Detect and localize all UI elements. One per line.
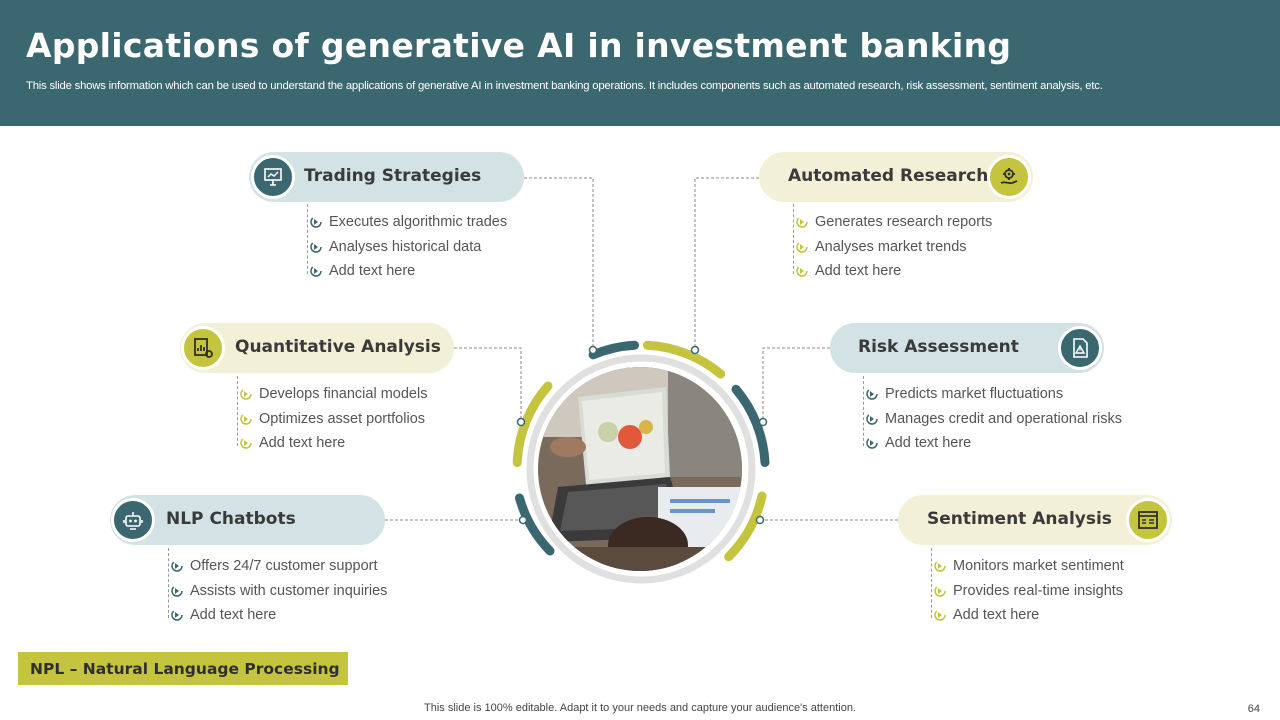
list-item: Offers 24/7 customer support: [168, 558, 387, 583]
card-quantitative-analysis[interactable]: Quantitative Analysis: [180, 323, 454, 373]
list-item: Analyses market trends: [793, 239, 992, 264]
slide-subtitle: This slide shows information which can b…: [26, 80, 1103, 92]
page-number: 64: [1247, 703, 1260, 715]
arrow-bullet-icon: [934, 560, 946, 572]
arrow-bullet-icon: [240, 388, 252, 400]
list-item: Executes algorithmic trades: [307, 214, 507, 239]
arrow-bullet-icon: [240, 412, 252, 425]
list-item: Add text here: [793, 263, 992, 288]
nlp-chatbots-list: Offers 24/7 customer support Assists wit…: [168, 548, 387, 632]
card-title: Automated Research: [788, 166, 989, 186]
list-item: Add text here: [168, 607, 387, 632]
arrow-bullet-icon: [866, 388, 878, 400]
list-item: Add text here: [237, 435, 427, 460]
list-item: Assists with customer inquiries: [168, 583, 387, 608]
robot-icon: [111, 498, 155, 542]
arrow-bullet-icon: [796, 240, 808, 253]
card-automated-research[interactable]: Automated Research: [759, 152, 1033, 202]
arrow-bullet-icon: [934, 609, 946, 621]
card-trading-strategies[interactable]: Trading Strategies: [249, 152, 524, 202]
list-item: Manages credit and operational risks: [863, 411, 1122, 436]
arrow-bullet-icon: [310, 216, 322, 228]
arrow-bullet-icon: [796, 216, 808, 228]
arrow-bullet-icon: [171, 584, 183, 597]
document-warning-icon: [1058, 326, 1102, 370]
card-risk-assessment[interactable]: Risk Assessment: [830, 323, 1104, 373]
card-title: NLP Chatbots: [166, 509, 296, 529]
list-item: Optimizes asset portfolios: [237, 411, 427, 436]
card-title: Trading Strategies: [304, 166, 482, 186]
list-item: Provides real-time insights: [931, 583, 1124, 608]
slide-title: Applications of generative AI in investm…: [26, 26, 1012, 65]
arrow-bullet-icon: [796, 265, 808, 277]
trading-strategies-list: Executes algorithmic trades Analyses his…: [307, 204, 507, 288]
card-sentiment-analysis[interactable]: Sentiment Analysis: [898, 495, 1172, 545]
card-title: Risk Assessment: [858, 337, 1019, 357]
arrow-bullet-icon: [866, 437, 878, 449]
quantitative-analysis-list: Develops financial models Optimizes asse…: [237, 376, 427, 460]
arrow-bullet-icon: [240, 437, 252, 449]
list-item: Generates research reports: [793, 214, 992, 239]
card-title: Quantitative Analysis: [235, 337, 441, 357]
report-gear-icon: [181, 326, 225, 370]
dashboard-icon: [1126, 498, 1170, 542]
laptop-photo: [538, 367, 742, 571]
sentiment-analysis-list: Monitors market sentiment Provides real-…: [931, 548, 1124, 632]
arrow-bullet-icon: [866, 412, 878, 425]
arrow-bullet-icon: [171, 560, 183, 572]
arrow-bullet-icon: [934, 584, 946, 597]
list-item: Develops financial models: [237, 386, 427, 411]
arrow-bullet-icon: [310, 240, 322, 253]
risk-assessment-list: Predicts market fluctuations Manages cre…: [863, 376, 1122, 460]
card-nlp-chatbots[interactable]: NLP Chatbots: [110, 495, 385, 545]
abbreviation-text: NPL – Natural Language Processing: [30, 660, 340, 678]
list-item: Analyses historical data: [307, 239, 507, 264]
list-item: Add text here: [307, 263, 507, 288]
gear-hand-icon: [987, 155, 1031, 199]
automated-research-list: Generates research reports Analyses mark…: [793, 204, 992, 288]
arrow-bullet-icon: [171, 609, 183, 621]
list-item: Add text here: [931, 607, 1124, 632]
list-item: Monitors market sentiment: [931, 558, 1124, 583]
list-item: Predicts market fluctuations: [863, 386, 1122, 411]
abbreviation-note: NPL – Natural Language Processing: [18, 652, 348, 685]
title-banner: Applications of generative AI in investm…: [0, 0, 1280, 126]
arrow-bullet-icon: [310, 265, 322, 277]
footer-text: This slide is 100% editable. Adapt it to…: [424, 702, 856, 714]
monitor-chart-icon: [251, 155, 295, 199]
list-item: Add text here: [863, 435, 1122, 460]
card-title: Sentiment Analysis: [927, 509, 1112, 529]
